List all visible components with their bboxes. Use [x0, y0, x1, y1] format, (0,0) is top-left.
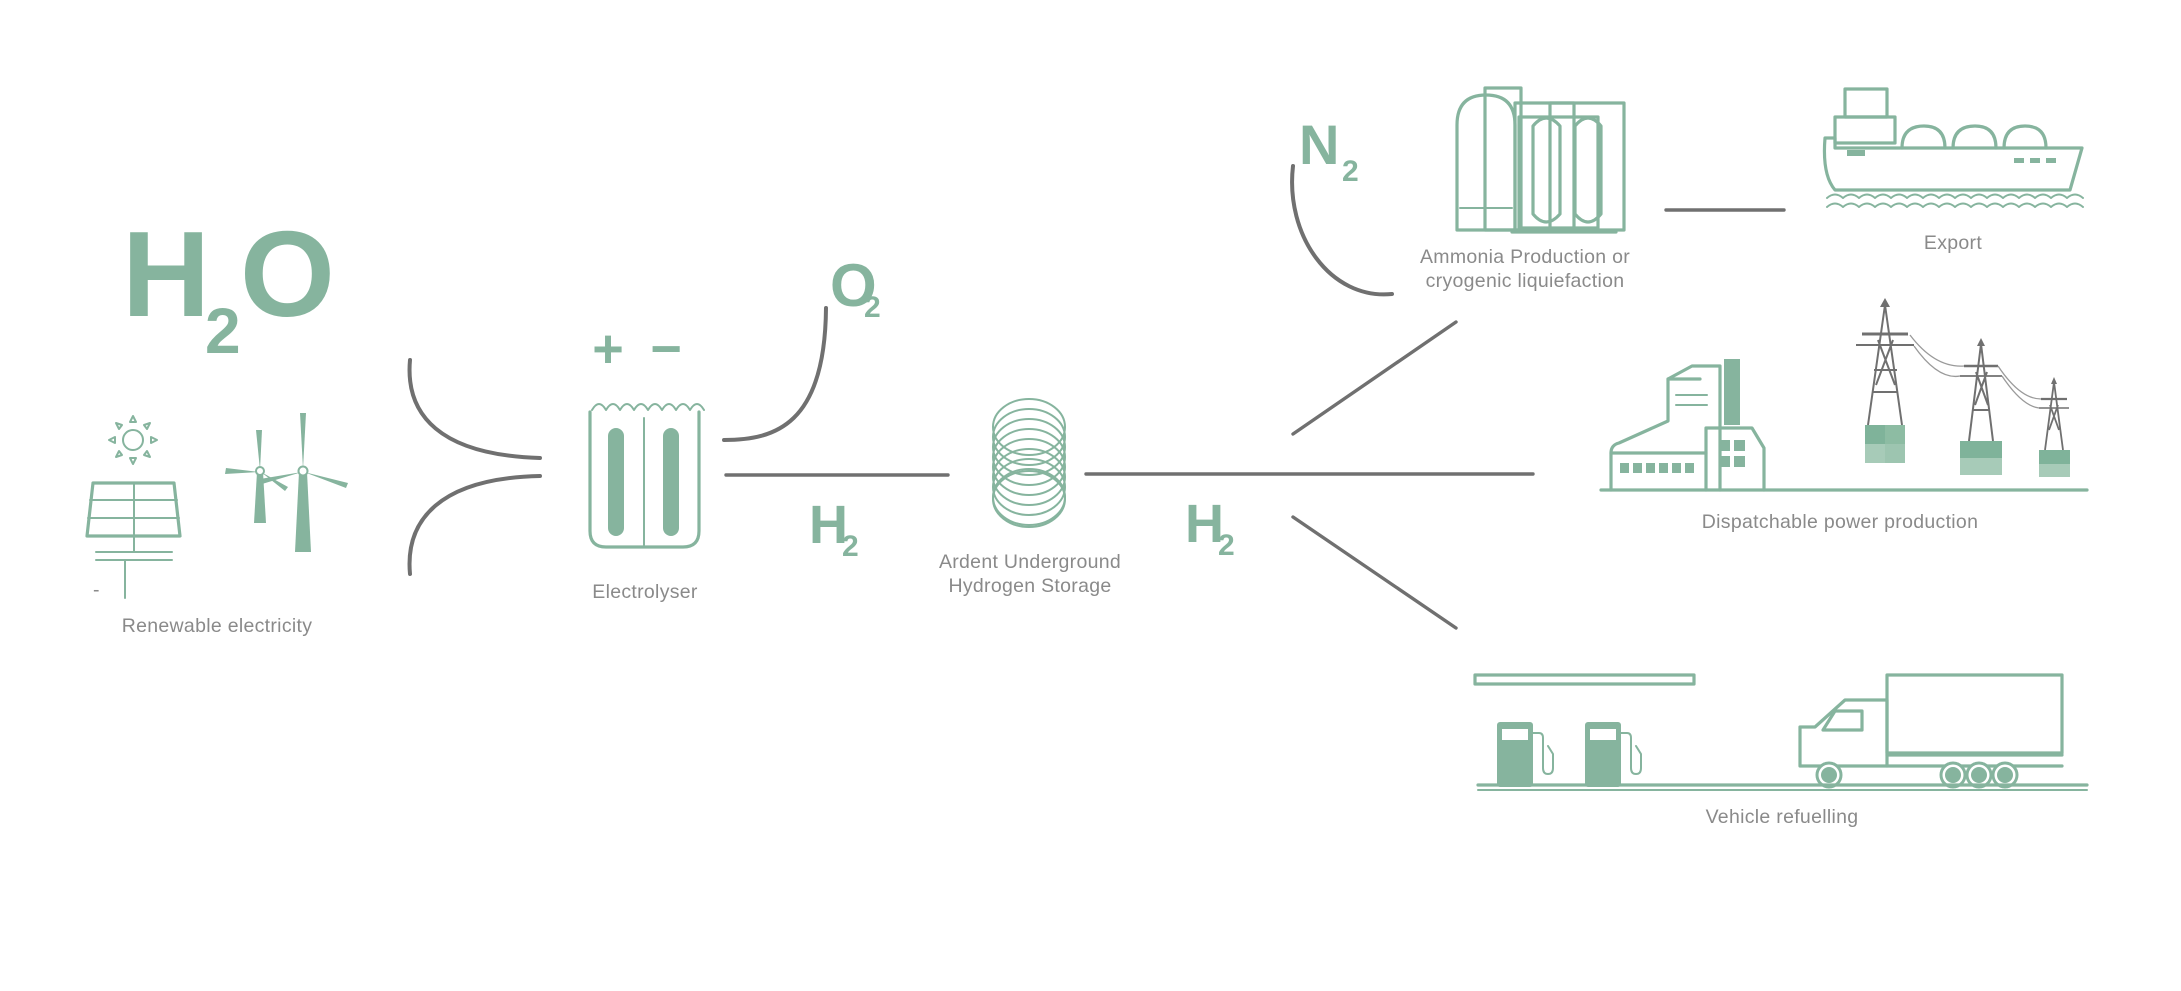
branch-to-ammonia — [1291, 320, 1458, 436]
water-o: O — [240, 206, 335, 342]
truck-icon — [1798, 673, 2064, 789]
vehicle-label: Vehicle refuelling — [1706, 806, 1859, 828]
branch-to-vehicles — [1291, 515, 1458, 630]
water-formula: H 2 O — [122, 206, 335, 367]
hydrogen-2-h: H — [1185, 494, 1224, 554]
hydrogen-1-subscript: 2 — [842, 530, 859, 563]
panel-mark: - — [93, 579, 100, 601]
ammonia-label-line1: Ammonia Production or — [1420, 246, 1630, 268]
hydrogen-1-h: H — [809, 495, 848, 555]
water-h: H — [122, 206, 210, 342]
nitrogen-n: N — [1299, 113, 1339, 176]
sun-icon — [108, 415, 158, 465]
nitrogen-formula: N 2 — [1299, 113, 1359, 188]
hydrogen-formula-1: H 2 — [809, 495, 859, 563]
oxygen-o: O — [830, 252, 877, 319]
water-subscript: 2 — [205, 295, 241, 367]
storage-label-line1: Ardent Underground — [939, 551, 1121, 573]
oxygen-release-line — [722, 306, 828, 442]
oxygen-subscript: 2 — [864, 291, 881, 324]
power-plant-icon — [1609, 359, 1766, 492]
electrolyser-icon — [588, 403, 705, 549]
oxygen-formula: O 2 — [830, 252, 881, 324]
nitrogen-subscript: 2 — [1342, 155, 1359, 188]
transmission-tower-icon — [1856, 298, 2070, 477]
renewable-label: Renewable electricity — [122, 615, 313, 637]
hydrogen-formula-2: H 2 — [1185, 494, 1235, 562]
ammonia-plant-icon — [1455, 86, 1626, 234]
plus-sign: + — [592, 319, 624, 379]
wind-turbine-icon — [225, 413, 348, 552]
minus-sign: − — [650, 319, 682, 379]
solar-panel-icon — [85, 481, 182, 599]
hydrogen-storage-icon — [992, 398, 1066, 528]
ship-icon — [1822, 87, 2084, 208]
hydrogen-2-subscript: 2 — [1218, 529, 1235, 562]
merge-arrows — [407, 358, 542, 576]
storage-label-line2: Hydrogen Storage — [948, 575, 1111, 597]
power-label: Dispatchable power production — [1702, 511, 1978, 533]
ammonia-label-line2: cryogenic liquiefaction — [1426, 270, 1625, 292]
electrolyser-label: Electrolyser — [592, 581, 698, 603]
export-label: Export — [1924, 232, 1982, 254]
fuel-pump-icon — [1473, 673, 1696, 787]
nitrogen-supply-line — [1290, 164, 1394, 297]
